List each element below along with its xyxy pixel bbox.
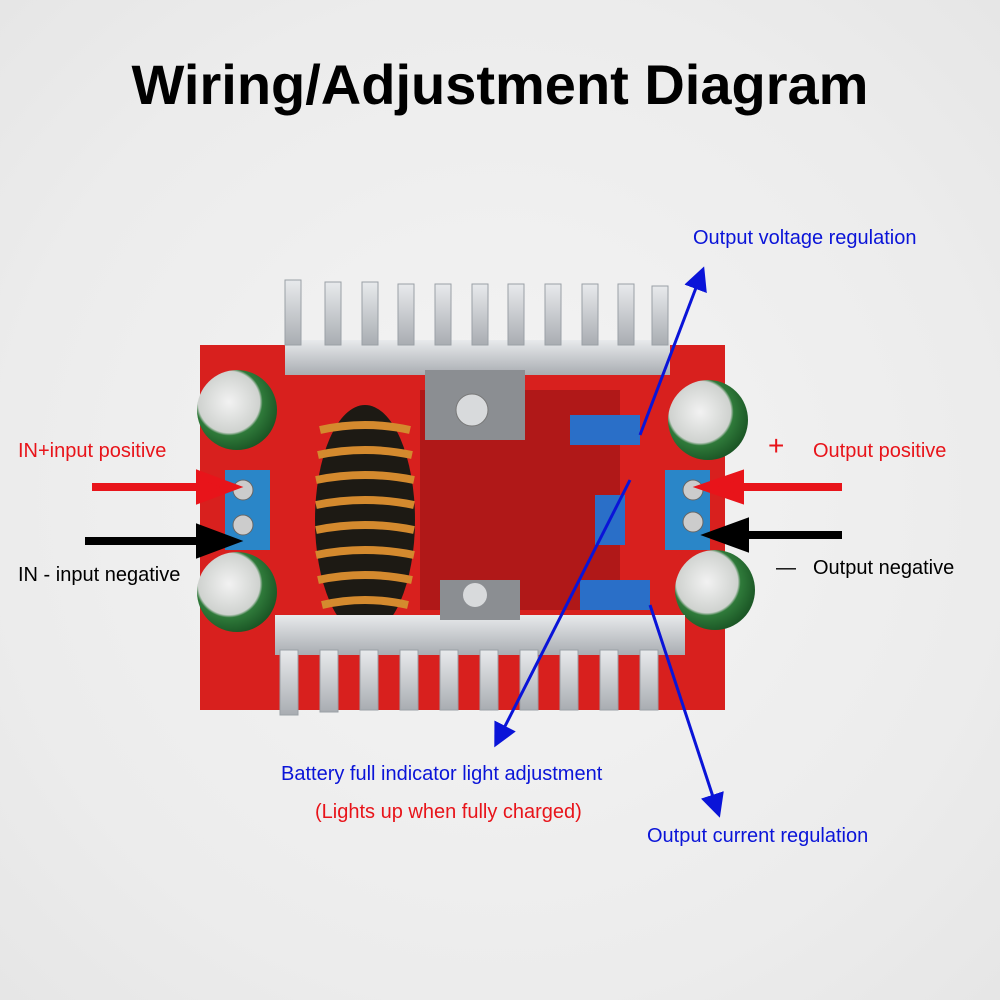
battery-full-label: Battery full indicator light adjustment <box>281 763 603 785</box>
out-minus-sign: — <box>776 557 796 579</box>
terminals <box>225 415 710 610</box>
top-heatsink <box>284 279 670 440</box>
bottom-heatsink <box>275 580 685 716</box>
out-negative-label: Output negative <box>813 557 955 579</box>
current-arrow <box>648 604 724 818</box>
in-positive-arrow <box>92 469 244 505</box>
in-negative-arrow <box>85 523 244 559</box>
lights-up-label: (Lights up when fully charged) <box>315 801 582 823</box>
output-voltage-label: Output voltage regulation <box>693 227 917 249</box>
out-negative-arrow <box>700 517 842 553</box>
voltage-arrow <box>638 266 707 436</box>
out-positive-arrow <box>692 469 842 505</box>
inductor <box>315 405 415 635</box>
battery-arrow <box>494 479 632 748</box>
in-positive-label: IN+input positive <box>18 440 167 462</box>
arrows <box>85 266 842 818</box>
capacitors <box>197 370 755 632</box>
out-positive-label: Output positive <box>813 440 947 462</box>
in-negative-label: IN - input negative <box>18 564 181 586</box>
output-current-label: Output current regulation <box>647 825 869 847</box>
out-plus-sign: + <box>768 430 785 461</box>
page-title: Wiring/Adjustment Diagram <box>131 53 869 116</box>
